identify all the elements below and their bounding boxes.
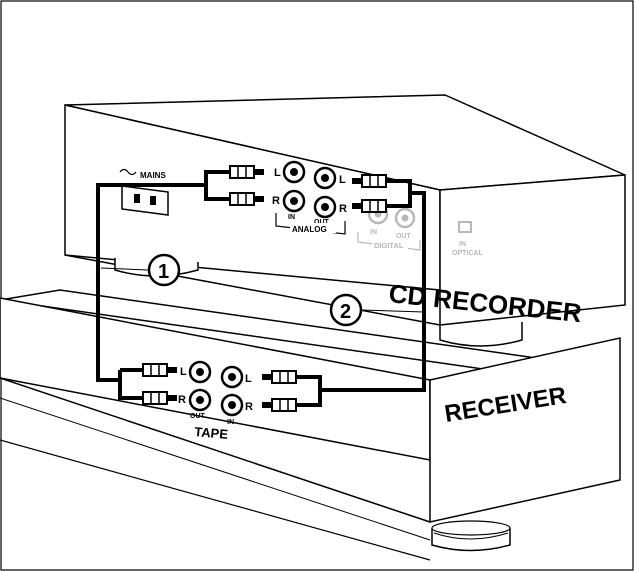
cd-in-l-label: L <box>274 167 281 179</box>
cd-out-r-label: R <box>339 203 347 215</box>
tape-in-l-label: L <box>245 373 252 385</box>
cd-recorder-front-face <box>439 174 626 326</box>
receiver-tape-jacks: L R L R OUT IN TAPE <box>178 360 253 442</box>
cd-in-r-label: R <box>272 195 280 207</box>
receiver-foot-shade <box>433 532 509 540</box>
mains-label: MAINS <box>140 171 166 180</box>
callout-2-number: 2 <box>340 301 351 323</box>
mains-socket: MAINS <box>119 168 169 216</box>
digital-out-label: OUT <box>396 233 412 240</box>
tape-in-r-label: R <box>245 401 253 413</box>
callout-1-number: 1 <box>158 261 169 283</box>
digital-label: DIGITAL <box>374 241 404 250</box>
tape-label: TAPE <box>194 424 229 442</box>
cd-analog-jacks: L R L R IN OUT ANALOG <box>272 160 347 235</box>
cd-out-label: OUT <box>314 219 330 226</box>
rca-plug-cd-in-l <box>229 165 264 179</box>
mains-pin-left <box>134 194 140 203</box>
mains-socket-outline <box>121 185 169 216</box>
mains-pin-right <box>150 196 156 205</box>
rca-plug-cd-out-r <box>352 199 387 213</box>
rca-plug-cd-out-l <box>352 174 387 188</box>
cd-out-l-label: L <box>339 174 346 186</box>
rca-plug-tape-out-l <box>142 363 177 377</box>
callout-1-circle <box>147 253 181 287</box>
cd-in-label: IN <box>288 214 295 221</box>
analog-label: ANALOG <box>292 225 327 234</box>
callout-2: 2 <box>329 293 425 327</box>
ac-tilde-icon <box>119 168 137 176</box>
cd-digital-jacks: IN OUT DIGITAL IN OPTICAL <box>357 203 483 257</box>
lower-shelf-edge <box>0 439 431 561</box>
cable-2 <box>295 179 426 407</box>
receiver-bottom-edge <box>0 377 431 523</box>
tape-out-r-label: R <box>178 394 186 406</box>
rca-plug-cd-in-r <box>229 192 264 206</box>
receiver-unit: RECEIVER <box>0 289 621 552</box>
receiver-front-face <box>429 337 621 523</box>
optical-label-2: OPTICAL <box>452 250 483 257</box>
optical-in-port <box>458 221 472 233</box>
cd-recorder-foot-right <box>439 322 523 347</box>
digital-in-label: IN <box>370 229 377 236</box>
receiver-base-edge <box>0 397 431 541</box>
cd-side-plugs <box>229 165 387 213</box>
tape-out-label: OUT <box>190 413 206 420</box>
tape-in-label: IN <box>227 419 234 426</box>
rca-plug-tape-out-r <box>142 391 177 405</box>
receiver-side-plugs <box>142 363 297 412</box>
callout-2-circle <box>329 293 363 327</box>
rca-plug-tape-in-l <box>262 370 297 384</box>
tape-out-l-label: L <box>180 366 187 378</box>
rca-plug-tape-in-r <box>262 398 297 412</box>
callout-1: 1 <box>100 253 181 287</box>
optical-label-1: IN <box>459 241 466 248</box>
receiver-foot-top <box>431 520 511 536</box>
cable-1 <box>96 170 232 400</box>
